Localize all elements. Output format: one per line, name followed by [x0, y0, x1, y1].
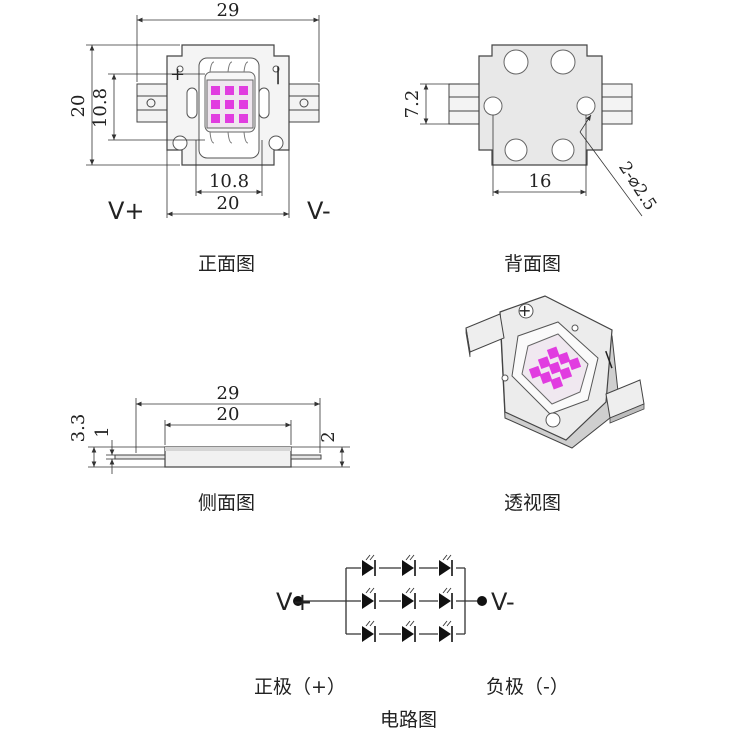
- circuit-led-symbol: [401, 620, 419, 643]
- circuit-led-symbol: [361, 554, 379, 577]
- back-hole-spacing: 16: [529, 171, 552, 192]
- right-lead: [288, 83, 320, 123]
- circuit-v-plus: V+: [276, 588, 313, 616]
- perspective-led-chip: [568, 357, 582, 371]
- back-view: 7.2 16 2-⌀2.5: [402, 44, 660, 217]
- front-v-minus-label: V-: [307, 197, 331, 225]
- circuit-led-symbol: [438, 554, 456, 577]
- back-dimension-lines: [420, 83, 643, 217]
- front-view-caption: 正面图: [198, 253, 256, 275]
- back-holes: [483, 49, 596, 162]
- side-view: 29 20 3.3 1 2: [68, 383, 350, 474]
- circuit-diagram: V+ V-: [276, 554, 515, 643]
- side-lead-height: 1: [92, 426, 113, 437]
- negative-pole-label: 负极（-）: [486, 676, 569, 698]
- side-dimension-lines: [88, 398, 350, 474]
- perspective-led-chip: [539, 371, 553, 385]
- left-lead: [136, 83, 168, 123]
- side-right-lead: [290, 454, 322, 460]
- circuit-led-array: [361, 554, 456, 643]
- front-led-array: [211, 86, 248, 123]
- perspective-led-chip: [550, 376, 564, 390]
- circuit-led-symbol: [401, 587, 419, 610]
- perspective-led-chip: [559, 366, 573, 380]
- side-body-height: 2: [318, 431, 339, 442]
- side-overall-width: 29: [217, 383, 240, 404]
- front-overall-height: 20: [68, 95, 89, 118]
- side-left-lead: [114, 454, 166, 460]
- front-dimension-lines: [86, 15, 320, 218]
- circuit-led-symbol: [361, 587, 379, 610]
- circuit-caption: 电路图: [380, 709, 438, 731]
- back-right-lead: [601, 83, 633, 125]
- front-inner-height: 10.8: [90, 88, 111, 128]
- front-overall-width: 29: [217, 0, 240, 21]
- back-left-lead: [448, 83, 480, 125]
- circuit-led-symbol: [361, 620, 379, 643]
- back-hole-spec: 2-⌀2.5: [614, 158, 660, 214]
- front-inner-width: 10.8: [209, 171, 249, 192]
- perspective-led-chip: [537, 356, 551, 370]
- perspective-view-caption: 透视图: [504, 492, 562, 514]
- front-led-chip: [211, 114, 220, 123]
- side-view-caption: 侧面图: [198, 492, 256, 514]
- perspective-led-array: [528, 346, 582, 390]
- front-body-width: 20: [217, 193, 240, 214]
- front-led-chip: [225, 86, 234, 95]
- side-total-height: 3.3: [68, 414, 89, 443]
- front-plus-mark: +: [170, 64, 185, 85]
- perspective-led-chip: [546, 346, 560, 360]
- back-body: [478, 44, 603, 166]
- circuit-v-minus: V-: [491, 588, 515, 616]
- front-led-chip: [239, 86, 248, 95]
- front-v-plus-label: V+: [108, 197, 145, 225]
- front-minus-mark: |: [275, 64, 281, 85]
- front-led-chip: [211, 100, 220, 109]
- circuit-led-symbol: [401, 554, 419, 577]
- front-led-chip: [211, 86, 220, 95]
- positive-pole-label: 正极（+）: [254, 676, 346, 698]
- perspective-led-chip: [548, 361, 562, 375]
- back-pad-height: 7.2: [402, 90, 423, 119]
- perspective-left-lead: [465, 313, 505, 353]
- v-plus-terminal: [293, 596, 303, 606]
- perspective-led-chip: [528, 365, 542, 379]
- back-view-caption: 背面图: [504, 253, 562, 275]
- perspective-led-chip: [557, 351, 571, 365]
- circuit-led-symbol: [438, 620, 456, 643]
- front-view: + | 29 20 10.8 10.8 20 V+ V-: [68, 0, 331, 225]
- side-body-width: 20: [217, 404, 240, 425]
- circuit-led-symbol: [438, 587, 456, 610]
- v-minus-terminal: [477, 596, 487, 606]
- front-led-chip: [225, 114, 234, 123]
- perspective-plus-mark: +: [518, 301, 531, 320]
- perspective-view: + |: [465, 295, 645, 449]
- front-led-chip: [239, 114, 248, 123]
- front-led-chip: [225, 100, 234, 109]
- front-led-chip: [239, 100, 248, 109]
